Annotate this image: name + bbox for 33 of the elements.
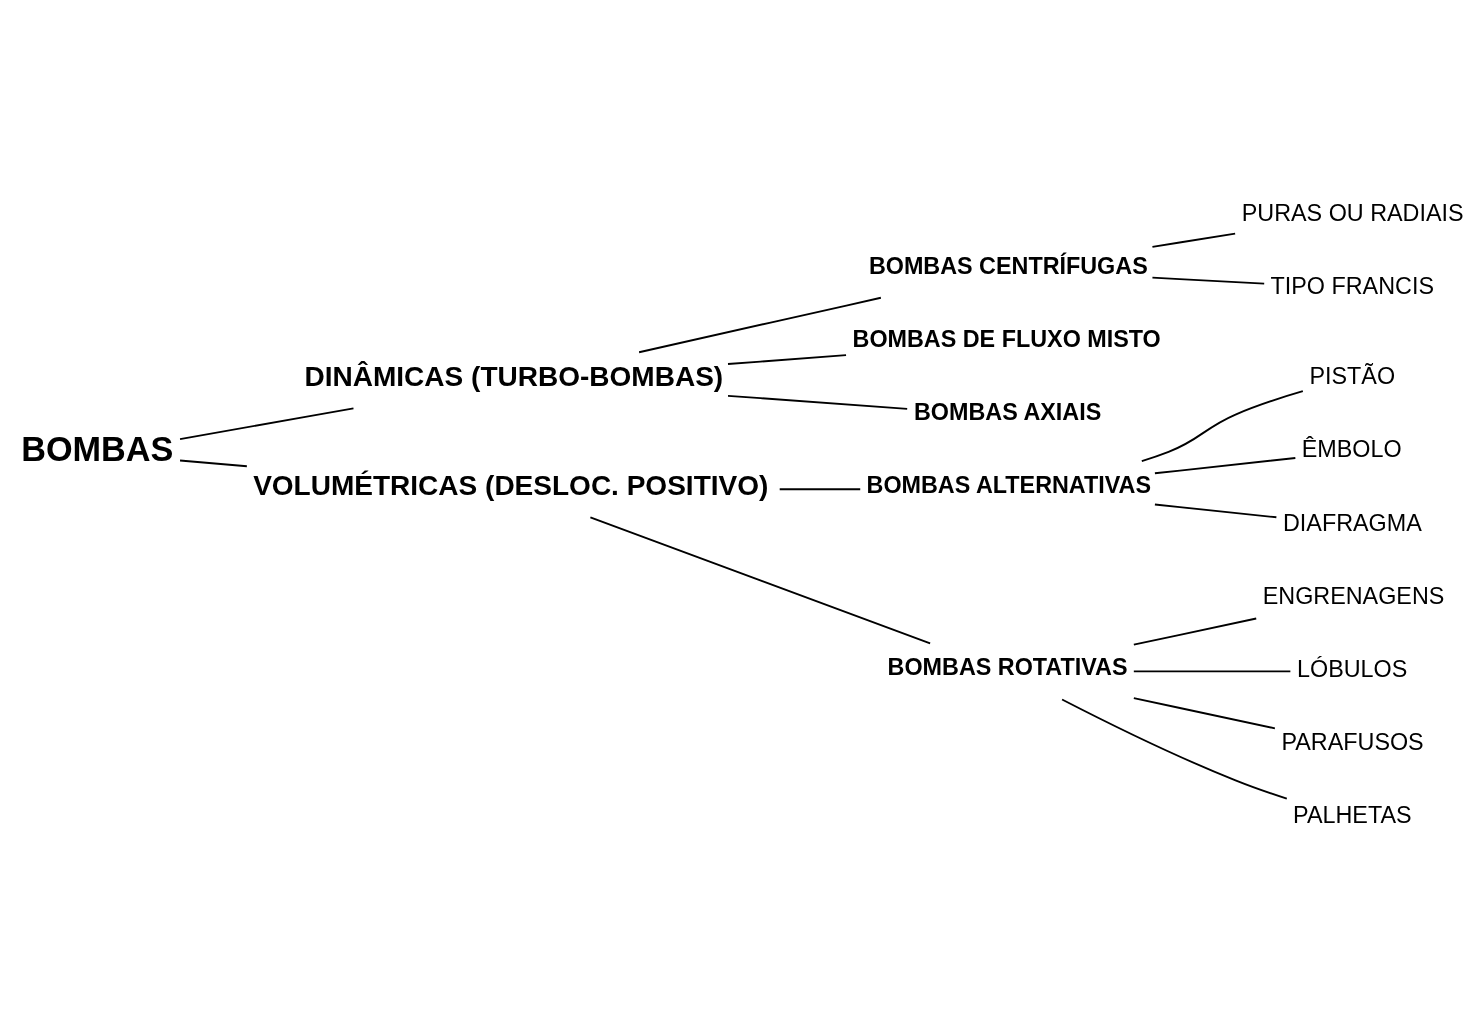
- node-text: BOMBAS AXIAIS: [914, 398, 1102, 425]
- connector: [1132, 617, 1258, 646]
- node-text: BOMBAS CENTRÍFUGAS: [868, 252, 1148, 279]
- node-text: LÓBULOS: [1297, 655, 1408, 682]
- node-text: PURAS OU RADIAIS: [1241, 199, 1464, 226]
- connector: [778, 487, 862, 490]
- connector: [727, 353, 847, 365]
- connector: [727, 394, 909, 410]
- node-text: PISTÃO: [1309, 362, 1396, 389]
- connector: [179, 406, 355, 440]
- connector: [1132, 669, 1292, 672]
- node-text: DIAFRAGMA: [1283, 509, 1422, 536]
- connector: [1140, 389, 1304, 462]
- node-text: TIPO FRANCIS: [1270, 272, 1434, 299]
- node-text: ENGRENAGENS: [1262, 582, 1445, 609]
- connector: [1151, 232, 1237, 248]
- connector: [1061, 698, 1288, 800]
- node-text: BOMBAS ALTERNATIVAS: [866, 471, 1151, 498]
- node-text: PARAFUSOS: [1281, 728, 1424, 755]
- node-text: PALHETAS: [1293, 801, 1412, 828]
- node-text: BOMBAS DE FLUXO MISTO: [852, 325, 1161, 352]
- node-text: BOMBAS ROTATIVAS: [887, 653, 1128, 680]
- connector: [1153, 456, 1297, 474]
- node-text: ÊMBOLO: [1301, 435, 1402, 462]
- node-text: BOMBAS: [21, 429, 174, 468]
- connector: [1153, 503, 1278, 518]
- connector: [1151, 276, 1266, 285]
- node-text: DINÂMICAS (TURBO-BOMBAS): [304, 360, 724, 392]
- node-text: VOLUMÉTRICAS (DESLOC. POSITIVO): [253, 469, 769, 501]
- connector: [179, 459, 248, 467]
- connector: [589, 515, 932, 644]
- connector: [638, 296, 882, 353]
- connector: [1132, 696, 1276, 729]
